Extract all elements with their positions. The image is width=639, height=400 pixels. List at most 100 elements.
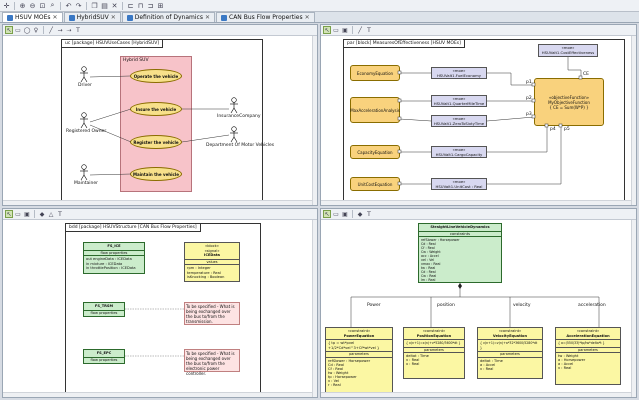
max-acceleration-part[interactable]: MaxAccelerationAnalysis [350,97,400,123]
ellipse-tool-icon[interactable]: ◯ [23,26,31,34]
compartment-label: flow properties [90,310,118,315]
pointer-tool-icon[interactable]: ↖ [5,26,13,34]
parameter-row: refSlower : Horsepower [328,358,371,363]
property-name: HSUValt1.ZeroToSixtyTime [433,121,485,126]
actor-tool-icon[interactable]: ♀ [33,26,39,34]
unit-cost-property[interactable]: «moe»HSUValt1.UnitCost : Real [431,178,487,190]
cargo-capacity-property[interactable]: «moe»HSUValt1.CargoCapacity [431,146,487,158]
vertical-scrollbar[interactable] [631,36,636,205]
economy-equation-part[interactable]: EconomyEquation [350,65,400,81]
block-icedata[interactable]: «block» «signal» ICEData values rpm : In… [184,242,240,282]
block-fs-trsm[interactable]: FS_TRSM flow properties [83,302,125,317]
block-tool-icon[interactable]: ▣ [24,210,30,218]
delete-icon[interactable]: ✕ [111,1,118,10]
zero-to-sixty-property[interactable]: «moe»HSUValt1.ZeroToSixtyTime [431,115,487,127]
block-tool-icon[interactable]: ▣ [342,210,348,218]
horizontal-scrollbar[interactable] [3,200,312,205]
align-center-icon[interactable]: ⊓ [137,1,144,10]
note-power-controller[interactable]: To be specified - What is being exchange… [184,349,240,376]
pointer-tool-icon[interactable]: ↖ [323,210,331,218]
pane-toolbar: ↖ ▭ ▣ ◆ △ T [3,209,317,220]
constraint-row: vel : Vel [421,258,435,262]
block-fs-epc[interactable]: FS_EPC flow properties [83,349,125,364]
actor-registered-owner[interactable]: Registered Owner [66,129,107,134]
block-fs-ice[interactable]: FS_ICE flow properties out engineData : … [83,242,145,274]
constraint-expression: { tp = wt*pvel +1/2*Cd*vel^3+Cf*wt*vel } [326,340,392,352]
tab-hsuv-moes[interactable]: HSUV MOEs✕ [2,12,63,22]
block-header: «block» «signal» ICEData [185,243,239,260]
arrow-tool-icon[interactable]: → [57,26,63,34]
compartment-label: constraints [419,232,501,237]
part-tool-icon[interactable]: ▣ [342,26,348,34]
text-tool-icon[interactable]: T [58,210,62,218]
pointer-tool-icon[interactable]: ↖ [323,26,331,34]
copy-icon[interactable]: ❐ [91,1,98,10]
close-icon[interactable]: ✕ [110,14,116,21]
property-name: HSUValt1.CostEffectiveness [541,50,595,55]
layout-icon[interactable]: ⊞ [157,1,164,10]
composition-tool-icon[interactable]: ◆ [357,210,363,218]
use-case-register[interactable]: Register the vehicle [130,135,182,149]
tab-can-bus-flow-properties[interactable]: CAN Bus Flow Properties✕ [216,12,315,22]
constraint-expression: { a=(550/33)*tp/tw*delta*t } [556,340,620,348]
acceleration-equation-block[interactable]: «constraint»AccelerationEquation { a=(55… [555,327,621,385]
power-equation-block[interactable]: «constraint»PowerEquation { tp = wt*pvel… [325,327,393,393]
note-transmission[interactable]: To be specified - What is being exchange… [184,302,240,325]
vertical-scrollbar[interactable] [312,220,317,397]
cost-effectiveness-property[interactable]: «moe»HSUValt1.CostEffectiveness [538,44,598,57]
align-right-icon[interactable]: ⊐ [147,1,154,10]
port-label: p5 [564,127,570,132]
use-case-operate[interactable]: Operate the vehicle [130,69,182,83]
rectangle-tool-icon[interactable]: ▭ [333,210,339,218]
zoom-in-icon[interactable]: ⊕ [19,1,26,10]
parameter-row: x : Real [406,362,420,366]
vertical-scrollbar[interactable] [631,220,636,397]
rectangle-tool-icon[interactable]: ▭ [15,210,21,218]
fit-icon[interactable]: ⊡ [39,1,46,10]
connector-tool-icon[interactable]: ╱ [358,26,362,34]
text-tool-icon[interactable]: T [367,210,371,218]
horizontal-scrollbar[interactable] [321,200,631,205]
text-tool-icon[interactable]: T [76,26,80,34]
tab-label: CAN Bus Flow Properties [229,14,303,21]
velocity-equation-block[interactable]: «constraint»VelocityEquation { v(n+1)=v(… [477,327,543,379]
close-icon[interactable]: ✕ [204,14,211,21]
actor-department-of-motor-vehicles[interactable]: Department Of Motor Vehicles [206,143,275,148]
paste-icon[interactable]: ▤ [101,1,108,10]
zoom-icon[interactable]: ⌕ [50,1,55,9]
select-tool-icon[interactable]: ✛ [3,1,10,10]
close-icon[interactable]: ✕ [52,14,58,21]
undo-icon[interactable]: ↶ [65,1,72,10]
quarter-mile-property[interactable]: «moe»HSUValt1.QuarterMileTime [431,95,487,107]
flow-property: in throttlePosition : ICEData [86,266,136,270]
constraint-row: lm : Real [421,278,436,282]
actor-insurance-company[interactable]: InsuranceCompany [217,114,261,119]
vertical-scrollbar[interactable] [312,36,317,205]
text-tool-icon[interactable]: T [367,26,371,34]
horizontal-scrollbar[interactable] [3,392,312,397]
horizontal-scrollbar[interactable] [321,392,631,397]
rectangle-tool-icon[interactable]: ▭ [333,26,339,34]
parameter-row: tp : Horsepower [328,374,357,379]
dependency-tool-icon[interactable]: ⇢ [66,26,72,34]
composition-tool-icon[interactable]: ◆ [39,210,45,218]
parameter-row: Cf : Real [328,366,344,371]
block-straight-line-vehicle-dynamics[interactable]: StraightLineVehicleDynamics constraints … [418,223,502,283]
close-icon[interactable]: ✕ [304,14,310,21]
pointer-tool-icon[interactable]: ↖ [5,210,13,218]
rectangle-tool-icon[interactable]: ▭ [15,26,21,34]
align-left-icon[interactable]: ⊏ [127,1,134,10]
value-property: isKnocking : Boolean [187,275,225,279]
actor-driver[interactable]: Driver [78,83,92,88]
line-tool-icon[interactable]: ╱ [49,26,53,34]
fuel-economy-property[interactable]: «moe»HSUValt1.FuelEconomy [431,67,487,79]
tab-hybridsuv[interactable]: HybridSUV✕ [63,12,121,22]
actor-maintainer[interactable]: Maintainer [74,181,98,186]
generalization-tool-icon[interactable]: △ [48,210,54,218]
zoom-out-icon[interactable]: ⊖ [29,1,36,10]
property-name: HSUValt1.FuelEconomy [436,73,482,78]
tab-definition-of-dynamics[interactable]: Definition of Dynamics✕ [121,12,216,22]
position-equation-block[interactable]: «constraint»PositionEquation { x(n+1)=x(… [403,327,465,379]
use-case-label: Operate the vehicle [133,73,179,79]
redo-icon[interactable]: ↷ [75,1,82,10]
